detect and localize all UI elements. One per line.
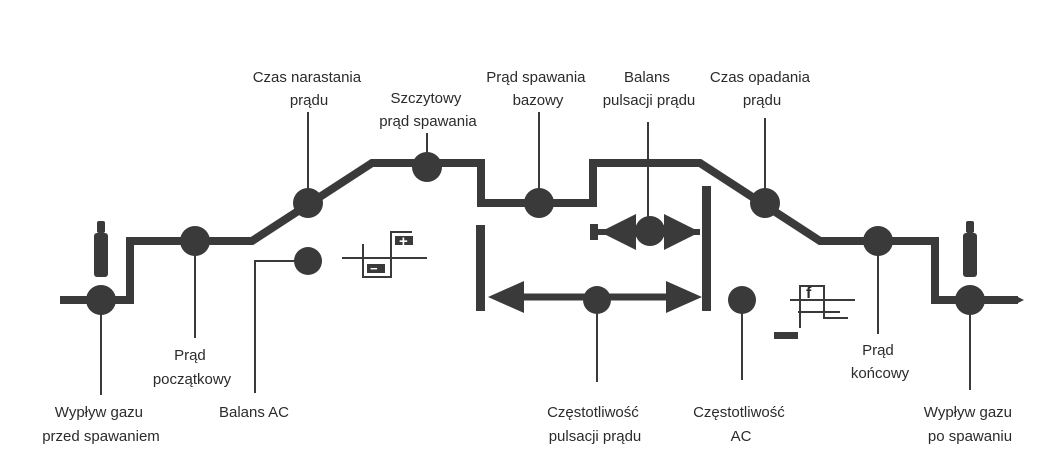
pulse-balance-arrowhead-left (600, 214, 636, 250)
leader-ac-balance (254, 260, 308, 393)
node-start-current (180, 226, 210, 256)
label-gas-post: Wypływ gazu po spawaniu (924, 404, 1016, 445)
gas-cylinder-icon-pre (94, 221, 108, 277)
label-rise-time: Czas narastania prądu (253, 69, 366, 109)
ac-balance-symbol: + − (342, 231, 427, 278)
label-gas-pre: Wypływ gazu przed spawaniem (42, 404, 160, 445)
label-start-current: Prąd początkowy (153, 347, 232, 388)
ac-minus-sign: − (370, 261, 378, 276)
node-pulse-freq (583, 286, 611, 314)
label-peak-current: Szczytowy prąd spawania (379, 90, 477, 130)
waveform-arrowhead (1016, 296, 1024, 304)
gas-cylinder-icon-post (963, 221, 977, 277)
pulse-freq-bar-left (476, 225, 485, 311)
node-base-current (524, 188, 554, 218)
node-rise-time (293, 188, 323, 218)
ac-frequency-symbol: f (774, 285, 855, 339)
pulse-freq-bar-right (702, 186, 711, 311)
freq-symbol: f (806, 285, 812, 302)
node-ac-freq (728, 286, 756, 314)
node-gas-post (955, 285, 985, 315)
pulse-balance-stop (590, 224, 598, 240)
ac-plus-sign: + (399, 233, 408, 250)
label-ac-freq: Częstotliwość AC (693, 404, 789, 445)
node-ac-balance (294, 247, 322, 275)
pulse-balance-arrowhead-right (664, 214, 700, 250)
node-pulse-balance (635, 216, 665, 246)
pulse-freq-arrowhead-right (666, 281, 702, 313)
label-pulse-balance: Balans pulsacji prądu (603, 69, 696, 109)
label-fall-time: Czas opadania prądu (710, 69, 814, 109)
label-pulse-freq: Częstotliwość pulsacji prądu (547, 404, 643, 445)
node-end-current (863, 226, 893, 256)
node-fall-time (750, 188, 780, 218)
label-end-current: Prąd końcowy (851, 342, 910, 382)
node-peak-current (412, 152, 442, 182)
label-base-current: Prąd spawania bazowy (486, 69, 589, 109)
pulse-freq-arrowhead-left (488, 281, 524, 313)
label-ac-balance: Balans AC (219, 404, 289, 421)
node-gas-pre (86, 285, 116, 315)
